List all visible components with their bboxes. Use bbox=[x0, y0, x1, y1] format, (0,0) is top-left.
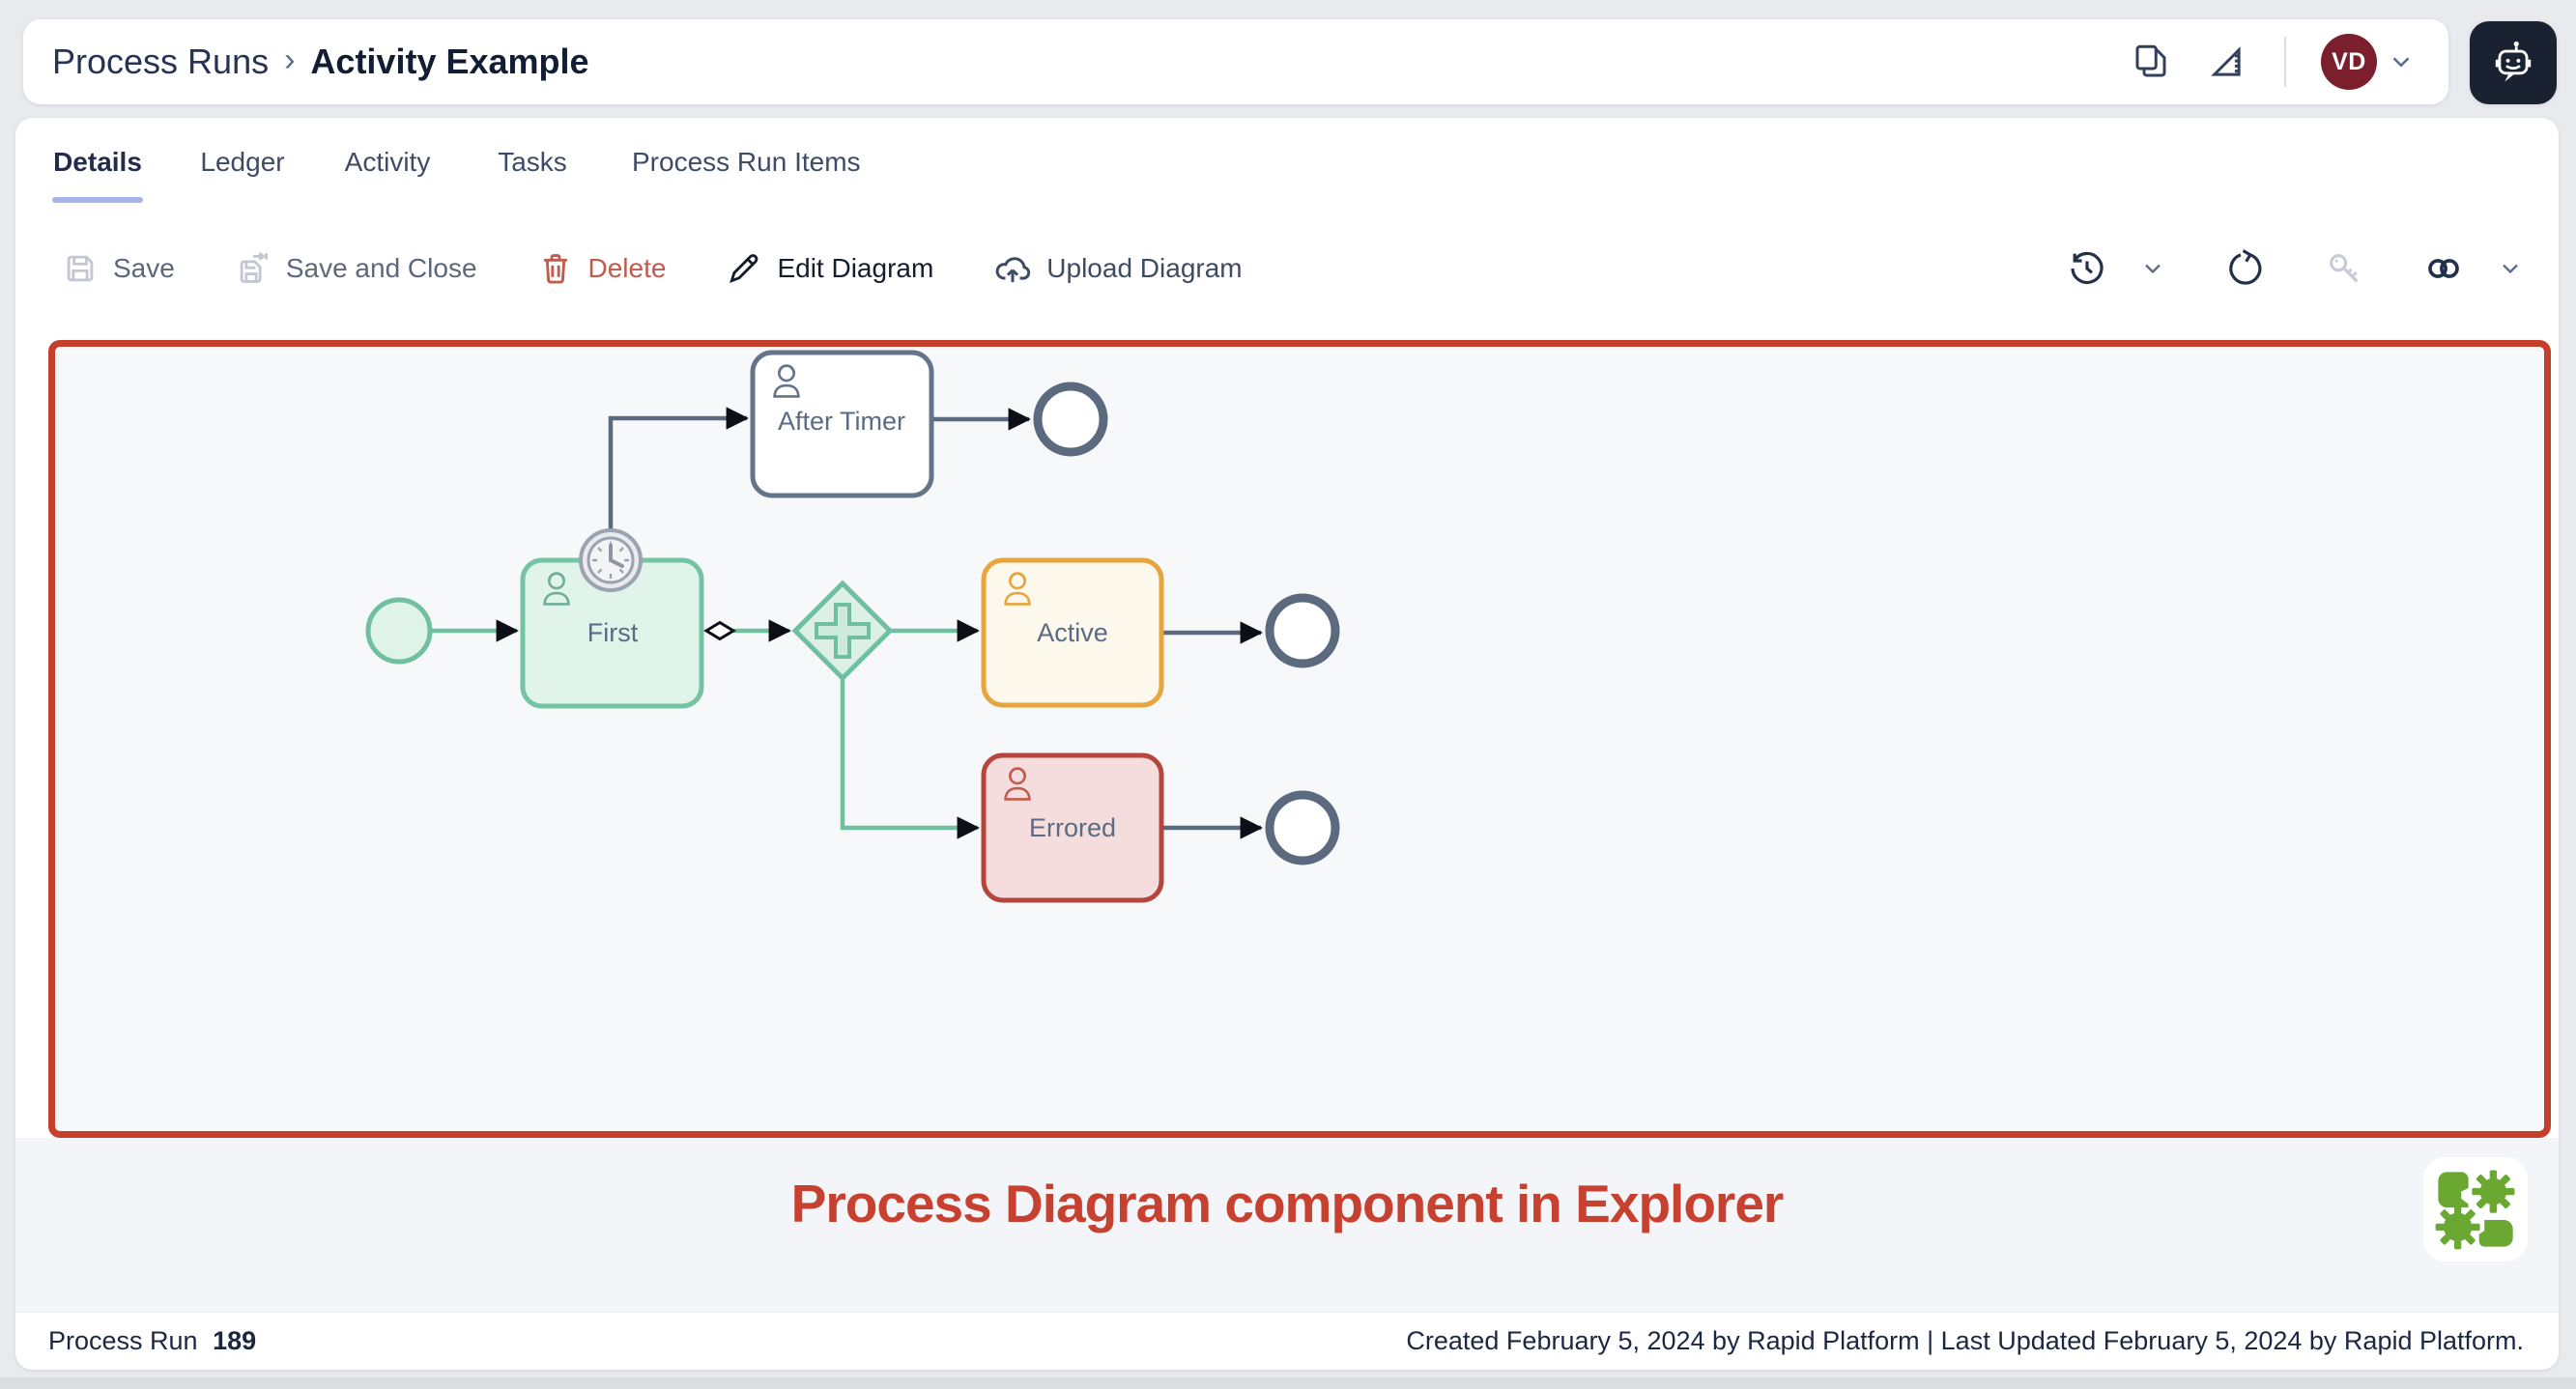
copy-icon bbox=[2135, 44, 2166, 77]
toolbar: Save Save and Close Delete bbox=[15, 222, 2559, 315]
caption: Process Diagram component in Explorer bbox=[790, 1174, 1785, 1233]
link-chevron-icon[interactable] bbox=[2497, 255, 2524, 282]
breadcrumb-parent[interactable]: Process Runs bbox=[52, 42, 270, 81]
tab-activity[interactable]: Activity bbox=[344, 147, 431, 177]
tab-process-run-items[interactable]: Process Run Items bbox=[632, 147, 861, 177]
end-event-after-timer bbox=[1033, 382, 1108, 457]
save-and-close-icon bbox=[240, 251, 268, 283]
active-tab-underline bbox=[52, 197, 143, 203]
breadcrumb: Process Runs › Activity Example bbox=[52, 42, 589, 82]
end-event-errored bbox=[1265, 790, 1340, 865]
svg-text:After Timer: After Timer bbox=[778, 407, 905, 436]
flow-gateway-to-errored bbox=[840, 678, 980, 839]
footer: Process Run 189 Created February 5, 2024… bbox=[15, 1312, 2559, 1370]
copy-button[interactable] bbox=[2128, 39, 2174, 85]
edit-diagram-button[interactable]: Edit Diagram bbox=[726, 250, 933, 287]
process-diagram-container: First After Timer bbox=[48, 340, 2551, 1138]
link-icon bbox=[2428, 259, 2459, 278]
tab-details[interactable]: Details bbox=[52, 147, 143, 222]
history-icon bbox=[2071, 251, 2104, 285]
save-button[interactable]: Save bbox=[62, 250, 175, 287]
task-errored: Errored bbox=[981, 752, 1164, 903]
svg-text:Active: Active bbox=[1037, 618, 1108, 647]
pencil-icon bbox=[730, 254, 758, 284]
refresh-button[interactable] bbox=[2226, 249, 2265, 288]
parallel-gateway bbox=[791, 580, 894, 682]
flow-timer-to-after-timer bbox=[608, 407, 749, 530]
chevron-down-icon bbox=[2392, 57, 2410, 68]
cloud-upload-icon bbox=[995, 257, 1031, 283]
link-button[interactable] bbox=[2423, 248, 2464, 289]
gears-logo-icon bbox=[2435, 1170, 2515, 1250]
gears-logo bbox=[2423, 1157, 2528, 1261]
upload-diagram-button[interactable]: Upload Diagram bbox=[993, 249, 1243, 288]
key-icon bbox=[2330, 254, 2359, 283]
delete-button[interactable]: Delete bbox=[537, 250, 666, 287]
task-after-timer: After Timer bbox=[750, 350, 934, 498]
history-button[interactable] bbox=[2068, 249, 2106, 288]
caption-band: Process Diagram component in Explorer bbox=[15, 1138, 2559, 1312]
key-button[interactable] bbox=[2325, 249, 2363, 288]
tab-bar: Details Ledger Activity Tasks Process Ru… bbox=[15, 118, 2559, 222]
end-event-active bbox=[1265, 593, 1340, 668]
set-square-icon bbox=[2211, 46, 2241, 76]
robot-icon bbox=[2495, 41, 2532, 82]
trash-icon bbox=[543, 254, 567, 284]
window-bottom-edge bbox=[0, 1377, 2576, 1389]
plus-icon bbox=[815, 603, 871, 659]
svg-text:Errored: Errored bbox=[1029, 813, 1116, 842]
header-divider bbox=[2284, 37, 2286, 87]
record-identifier: Process Run 189 bbox=[48, 1326, 257, 1355]
main-panel: Details Ledger Activity Tasks Process Ru… bbox=[15, 118, 2559, 1370]
save-icon bbox=[67, 255, 94, 282]
user-menu[interactable]: VD bbox=[2321, 34, 2416, 90]
refresh-icon bbox=[2229, 249, 2262, 285]
page-title: Activity Example bbox=[310, 42, 589, 81]
task-active: Active bbox=[981, 557, 1164, 708]
header-bar: Process Runs › Activity Example VD bbox=[23, 19, 2448, 104]
process-diagram: First After Timer bbox=[365, 350, 1340, 903]
svg-text:First: First bbox=[587, 618, 639, 647]
timer-boundary-event bbox=[579, 528, 643, 592]
measure-button[interactable] bbox=[2203, 39, 2249, 85]
record-meta: Created February 5, 2024 by Rapid Platfo… bbox=[1406, 1326, 2524, 1355]
save-and-close-button[interactable]: Save and Close bbox=[235, 250, 477, 287]
avatar[interactable]: VD bbox=[2321, 34, 2377, 90]
history-chevron-icon[interactable] bbox=[2139, 255, 2166, 282]
start-event bbox=[365, 597, 433, 665]
breadcrumb-separator-icon: › bbox=[284, 41, 296, 78]
assistant-button[interactable] bbox=[2470, 21, 2557, 104]
conditional-flow-marker bbox=[703, 620, 736, 641]
tab-tasks[interactable]: Tasks bbox=[498, 147, 567, 177]
tab-ledger[interactable]: Ledger bbox=[200, 147, 285, 177]
record-id: 189 bbox=[213, 1326, 257, 1355]
